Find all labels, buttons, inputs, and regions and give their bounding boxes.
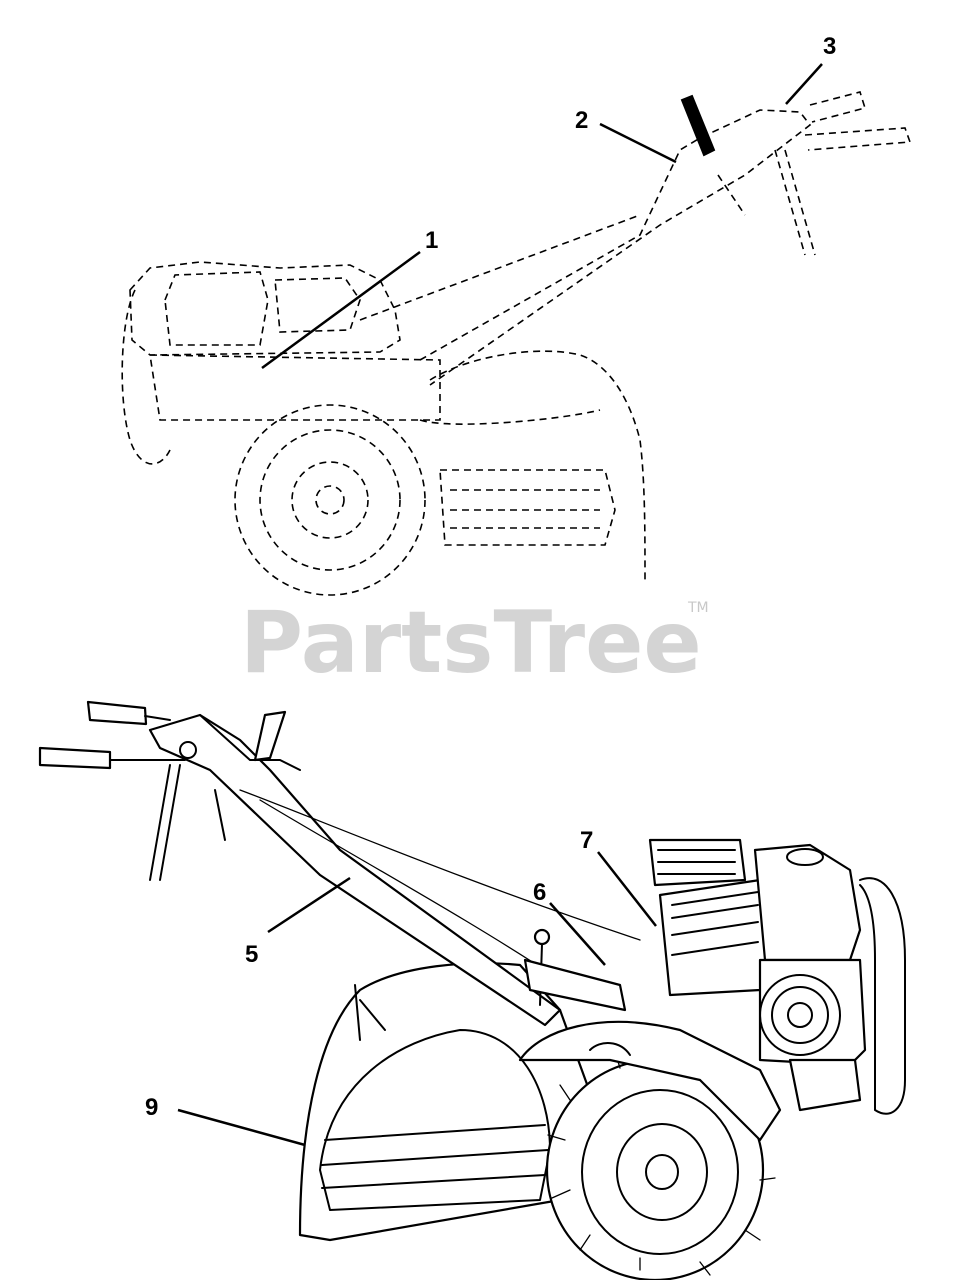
callout-1: 1: [425, 227, 438, 254]
watermark-text: PartsTree: [240, 593, 702, 693]
leader-7: [597, 851, 657, 927]
leader-6: [549, 902, 606, 966]
callout-7: 7: [580, 827, 593, 854]
callout-5: 5: [245, 941, 258, 968]
leader-2: [599, 122, 677, 164]
watermark-trademark: TM: [687, 600, 709, 616]
tiller-bottom-view: [38, 700, 906, 1280]
leader-5: [267, 876, 351, 934]
callout-3: 3: [823, 33, 836, 60]
callout-9: 9: [145, 1094, 158, 1121]
leader-9: [177, 1108, 306, 1147]
leader-1: [261, 250, 421, 370]
callout-6: 6: [533, 879, 546, 906]
tiller-top-view: [121, 91, 912, 596]
callout-2: 2: [575, 107, 588, 134]
leader-3: [785, 63, 823, 105]
